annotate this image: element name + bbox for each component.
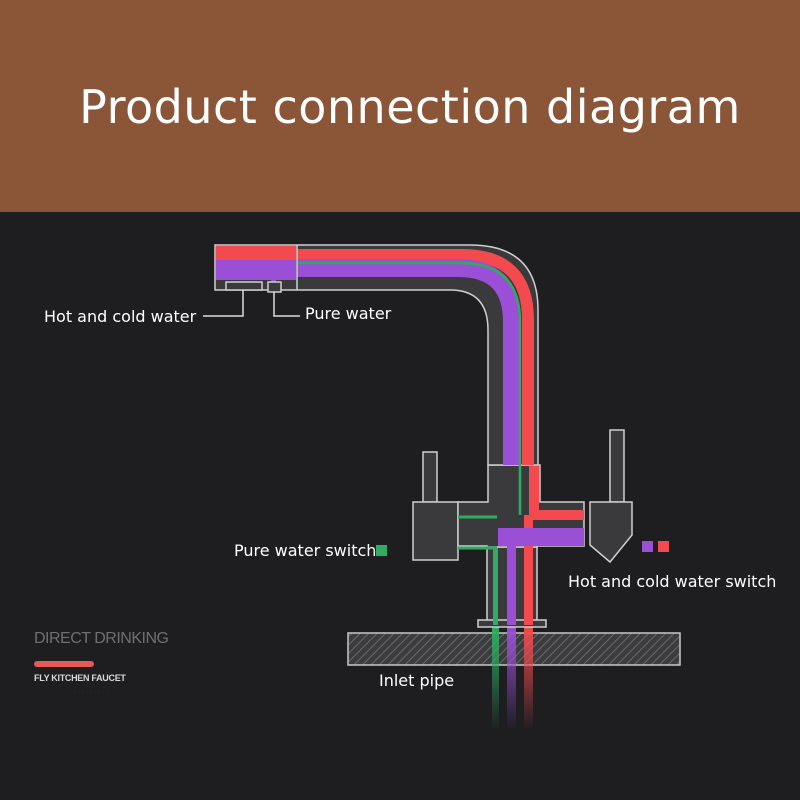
page-title: Product connection diagram <box>79 80 741 134</box>
pure-water-indicator <box>376 545 387 556</box>
spout-hot-channel <box>297 249 534 465</box>
spout-tip-pure <box>271 264 276 290</box>
channel-cold-horizontal <box>498 528 584 546</box>
brand-subtitle: FLY KITCHEN FAUCET <box>34 673 126 683</box>
diagram-panel <box>0 212 800 800</box>
outlet-hot-cold <box>225 281 263 291</box>
leader-pure <box>273 292 300 317</box>
label-pure-water-switch: Pure water switch <box>234 541 377 560</box>
label-inlet-pipe: Inlet pipe <box>379 671 455 690</box>
inlet-pipe-cold <box>507 625 516 730</box>
spout-cold-channel <box>297 259 521 465</box>
brand-title: DIRECT DRINKING <box>34 630 169 647</box>
channel-hot-vertical <box>524 515 533 625</box>
left-handle-body <box>412 501 459 561</box>
channel-cold-vertical <box>507 528 516 625</box>
leader-hot-cold <box>203 290 244 317</box>
brand-accent-bar <box>34 661 94 667</box>
label-pure-water: Pure water <box>305 304 392 323</box>
spout-pure-channel <box>297 261 522 515</box>
spout-tip-hot-cold <box>216 246 296 260</box>
brand-tagline: · · · · · · · · · · · · · · · · · · · <box>34 690 110 696</box>
header-banner: Product connection diagram <box>0 0 800 212</box>
inlet-pipe-hot <box>524 625 533 730</box>
right-handle-lever <box>609 429 625 503</box>
channel-hot <box>529 465 584 520</box>
spout-tip-cold <box>216 260 296 280</box>
inlet-pipe-pure <box>492 625 499 730</box>
channel-pure-vertical <box>493 548 498 625</box>
right-handle-body <box>589 501 633 564</box>
channel-pure <box>458 515 497 550</box>
hot-water-indicator <box>658 541 669 552</box>
label-hot-cold-water-switch: Hot and cold water switch <box>568 572 777 591</box>
label-hot-cold-water: Hot and cold water <box>44 307 197 326</box>
outlet-pure <box>267 281 282 293</box>
cold-water-indicator <box>642 541 653 552</box>
left-handle-lever <box>422 451 438 503</box>
